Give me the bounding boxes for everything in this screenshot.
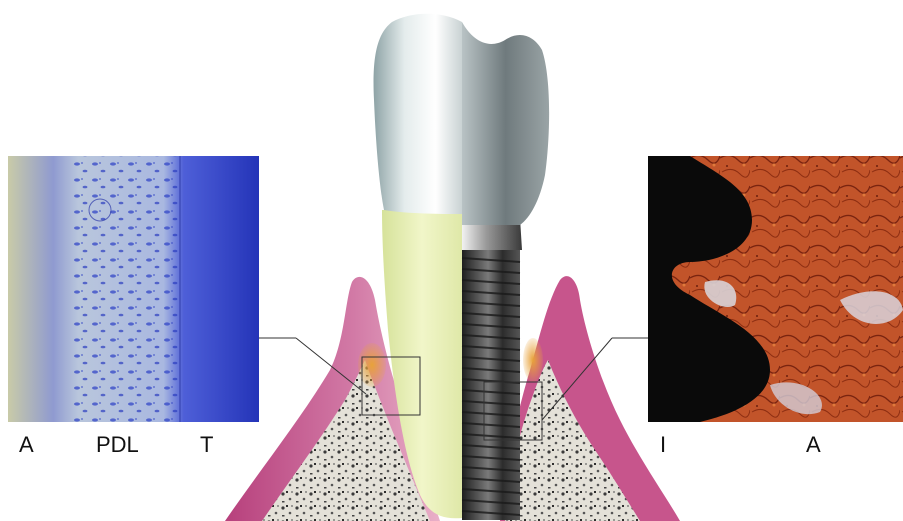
left-label-pdl: PDL (96, 432, 139, 457)
tooth-illustration (225, 14, 680, 521)
left-histology-panel (8, 156, 259, 422)
crown-left-half (374, 14, 462, 214)
crown-right-half (462, 22, 549, 225)
implant-body (462, 248, 520, 520)
right-label-a: A (806, 432, 821, 457)
left-label-a: A (19, 432, 34, 457)
right-histology-panel (648, 156, 903, 422)
left-label-t: T (200, 432, 213, 457)
right-label-i: I (660, 432, 666, 457)
